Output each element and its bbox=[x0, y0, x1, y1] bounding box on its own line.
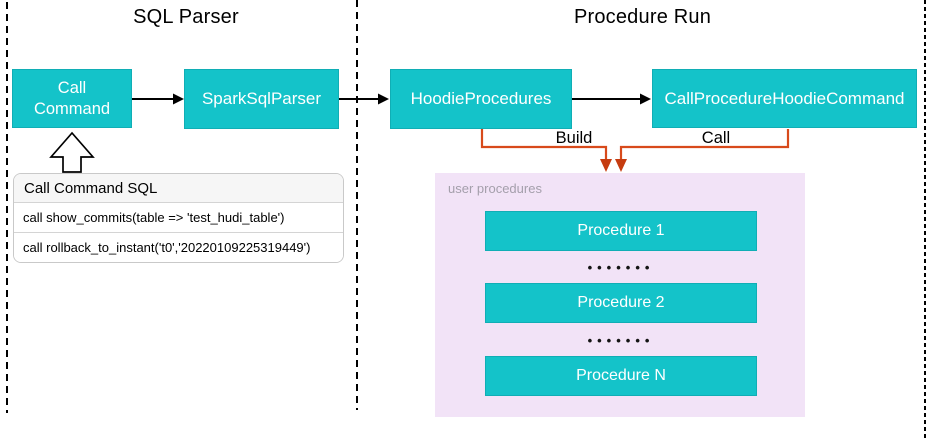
section-title-sql-parser: SQL Parser bbox=[133, 6, 239, 28]
call-edge-label: Call bbox=[701, 129, 731, 147]
sql-example-row: call show_commits(table => 'test_hudi_ta… bbox=[14, 203, 343, 232]
node-call-command: Call Command bbox=[12, 69, 132, 128]
user-procedures-container: user procedures Procedure 1 ••••••• Proc… bbox=[435, 173, 805, 417]
node-call-procedure-hoodie-command: CallProcedureHoodieCommand bbox=[652, 69, 917, 128]
build-edge-label: Build bbox=[555, 129, 593, 147]
hollow-up-arrow bbox=[49, 131, 95, 173]
user-procedures-label: user procedures bbox=[448, 181, 542, 196]
node-call-command-label: Call Command bbox=[33, 78, 111, 118]
arrow-hoodieprocedures-to-callprocedure bbox=[572, 93, 651, 105]
section-title-procedure-run: Procedure Run bbox=[573, 6, 712, 28]
sql-panel-title: Call Command SQL bbox=[14, 174, 343, 203]
arrow-callcommand-to-sparksqlparser bbox=[132, 93, 184, 105]
sql-example-row: call rollback_to_instant('t0','202201092… bbox=[14, 232, 343, 262]
ellipsis-dots: ••••••• bbox=[587, 260, 655, 275]
node-spark-sql-parser: SparkSqlParser bbox=[184, 69, 339, 129]
node-procedure-1: Procedure 1 bbox=[485, 211, 757, 251]
arrow-sparksqlparser-to-hoodieprocedures bbox=[339, 93, 389, 105]
node-procedure-n: Procedure N bbox=[485, 356, 757, 396]
ellipsis-dots: ••••••• bbox=[587, 333, 655, 348]
node-hoodie-procedures: HoodieProcedures bbox=[390, 69, 572, 129]
call-command-sql-panel: Call Command SQL call show_commits(table… bbox=[13, 173, 344, 263]
node-procedure-2: Procedure 2 bbox=[485, 283, 757, 323]
